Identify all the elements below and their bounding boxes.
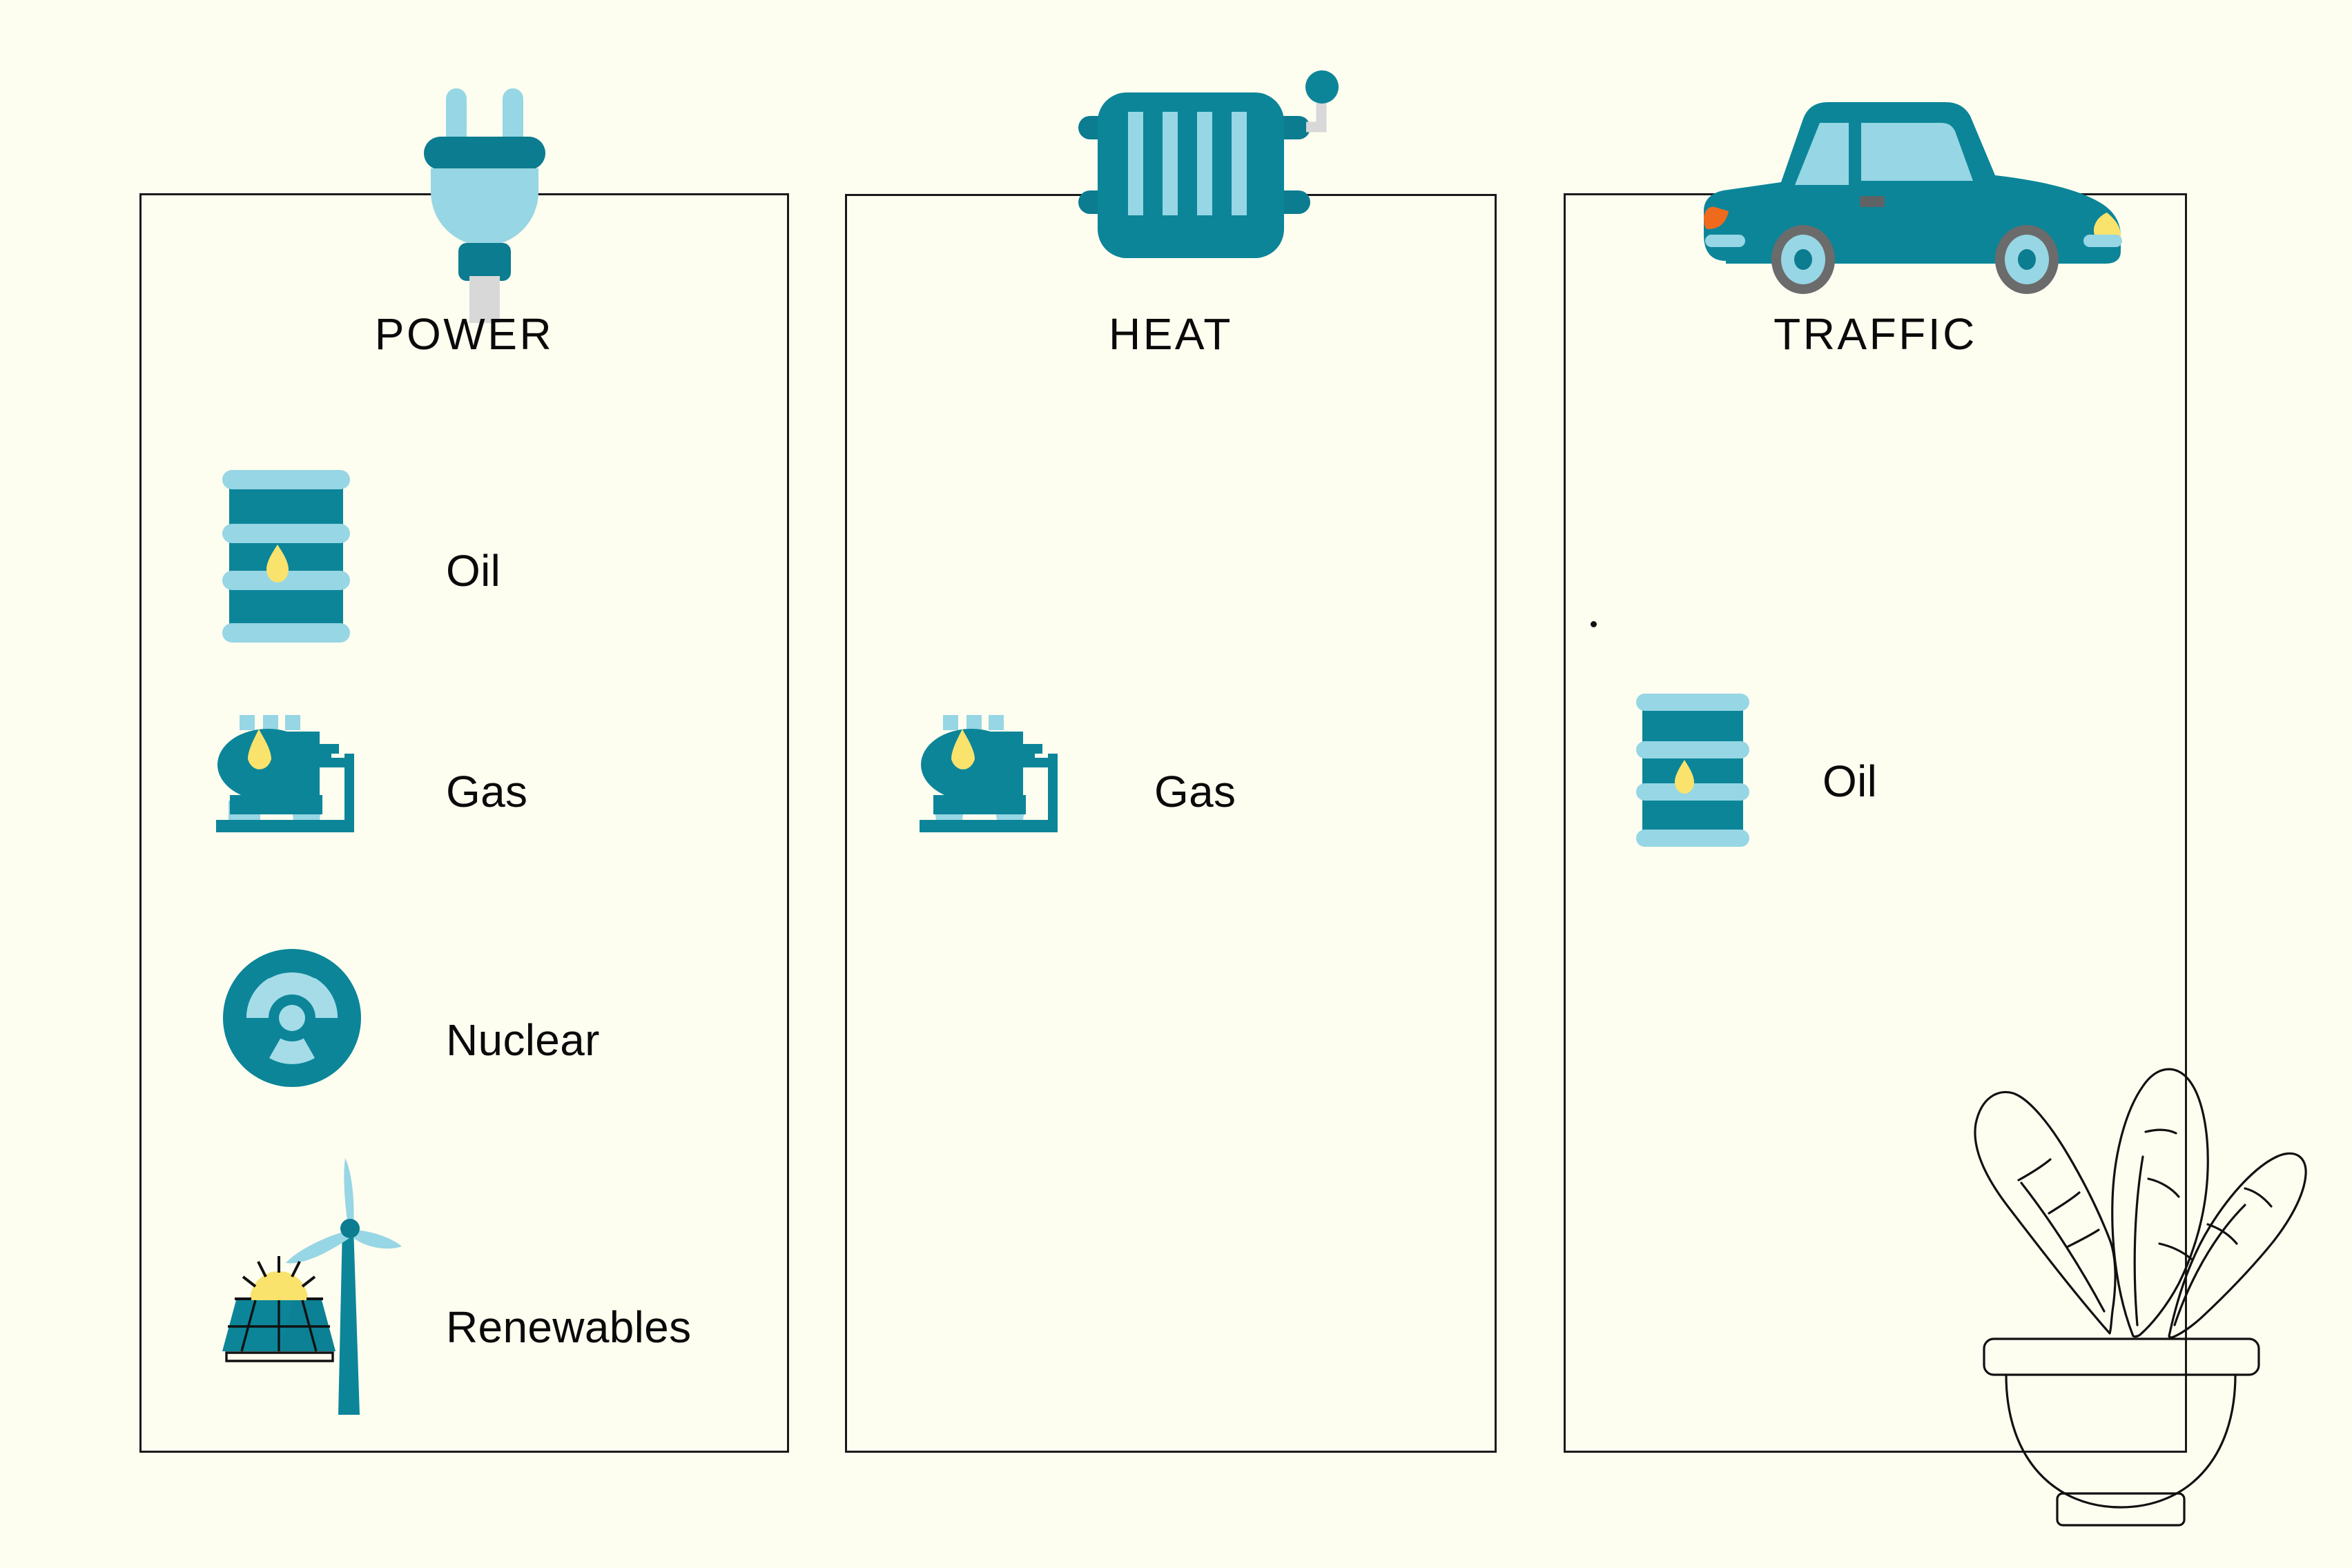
renewables-icon	[207, 1154, 402, 1427]
power-plug-icon	[409, 88, 561, 323]
traffic-dot-mark	[1591, 621, 1597, 627]
row-label-traffic-oil: Oil	[1823, 756, 1878, 806]
gas-tank-icon	[913, 704, 1116, 839]
oil-barrel-icon	[222, 466, 350, 647]
gas-tank-icon	[209, 704, 413, 839]
row-label-power-nuclear: Nuclear	[446, 1015, 600, 1065]
oil-barrel-icon	[1636, 690, 1749, 850]
radiator-icon	[1071, 70, 1348, 302]
row-label-power-renewables: Renewables	[446, 1302, 692, 1352]
row-label-heat-gas: Gas	[1154, 767, 1236, 816]
panel-title-traffic: TRAFFIC	[1773, 309, 1977, 359]
row-label-power-gas: Gas	[446, 767, 528, 816]
car-icon	[1698, 88, 2126, 295]
potted-plant-illustration	[1905, 925, 2333, 1532]
panel-title-power: POWER	[374, 309, 554, 359]
panel-title-heat: HEAT	[1108, 309, 1234, 359]
row-label-power-oil: Oil	[446, 546, 501, 596]
nuclear-icon	[223, 949, 361, 1087]
